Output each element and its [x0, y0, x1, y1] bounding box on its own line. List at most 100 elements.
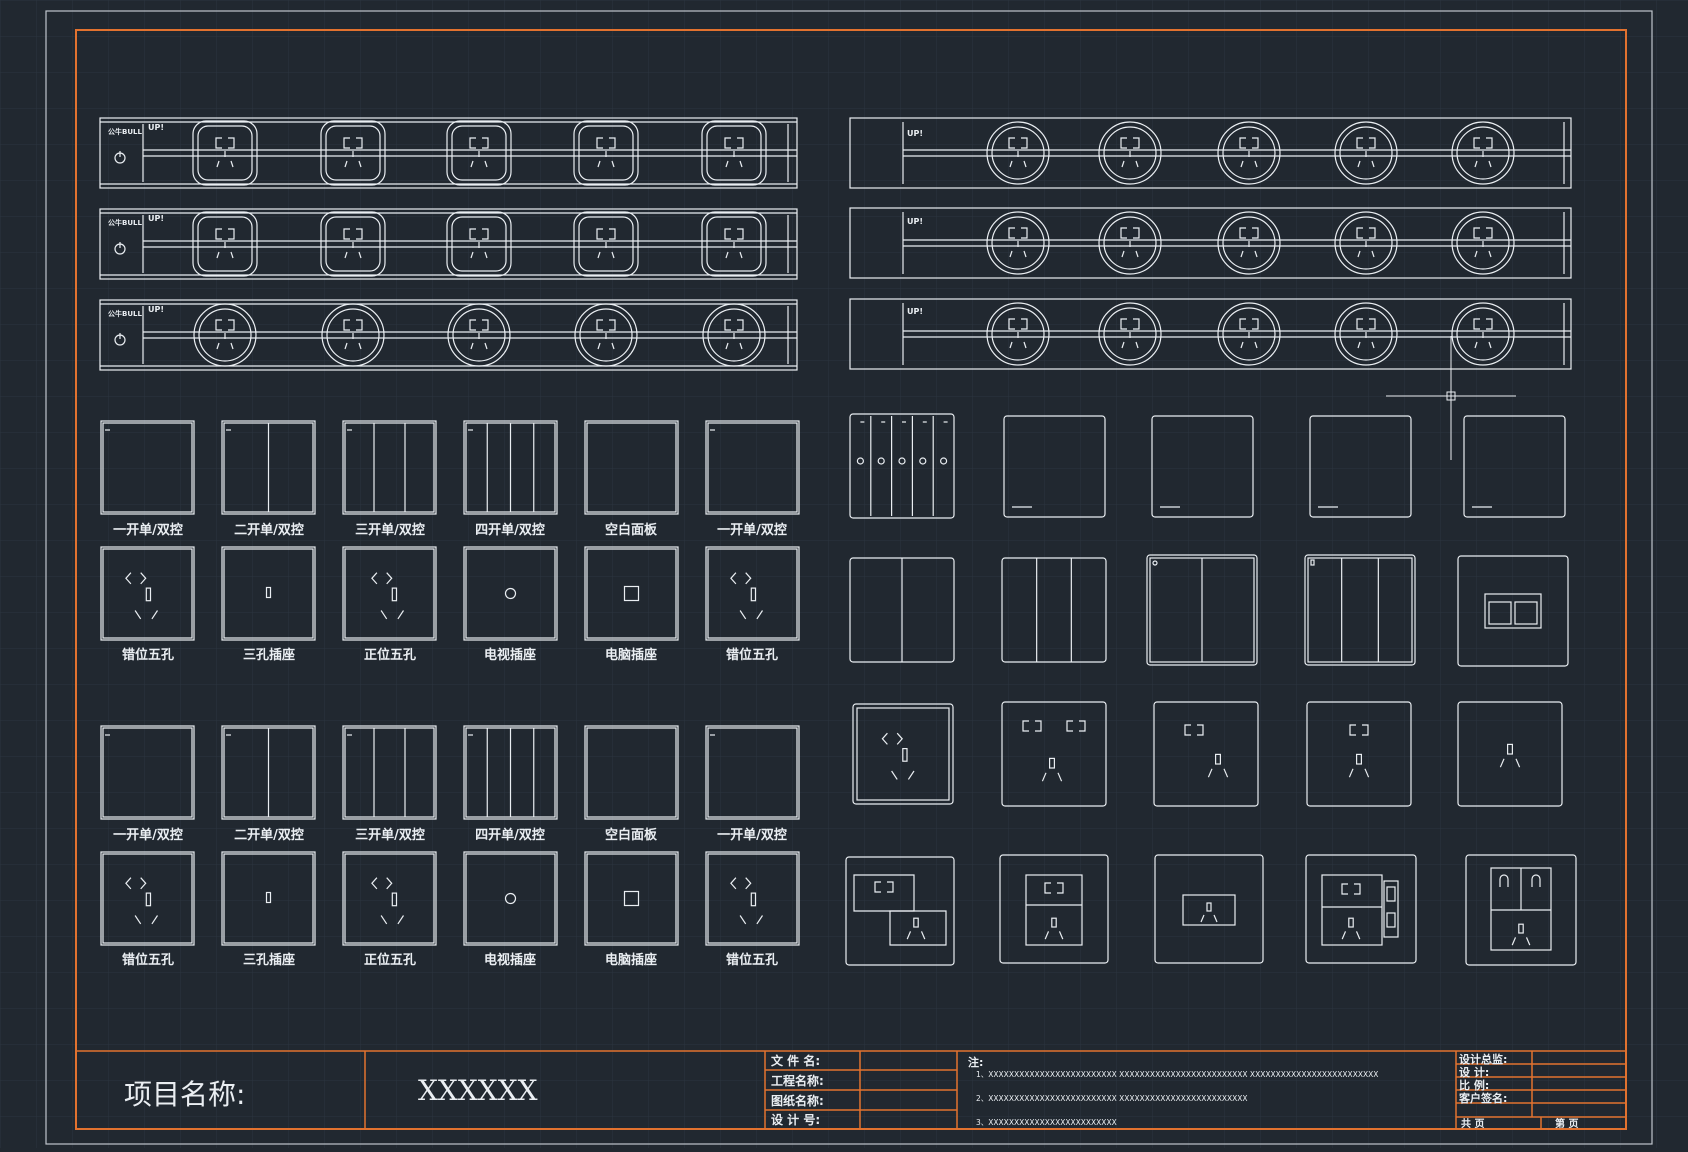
strip-logo-2: 公牛BULL [108, 218, 142, 227]
pin-left [597, 342, 601, 350]
socket-ring-outer [1217, 302, 1281, 366]
socket-frame-inner [197, 125, 253, 181]
three-pin-left [1044, 931, 1050, 940]
panel-frame [845, 856, 955, 966]
panel-labels: 一开单/双控 二开单/双控 三开单/双控 四开单/双控 空白面板 一开单/双控 … [113, 522, 787, 968]
pin-slot-left [730, 572, 737, 585]
three-pin-left [1041, 772, 1047, 782]
switch-panel-4 [463, 420, 558, 515]
panel-frame [1001, 701, 1107, 807]
socket-panel-1 [100, 546, 195, 641]
two-pin-right [1035, 720, 1042, 732]
strip-socket-2 [1098, 302, 1162, 366]
socket-ring-outer [1217, 121, 1281, 185]
panel-inner [344, 727, 435, 818]
socket-frame-inner [197, 216, 253, 272]
two-pin-right [1252, 318, 1259, 330]
socket-panel-5 [584, 546, 679, 641]
two-pin-right [482, 137, 489, 149]
single-module-panel [1154, 854, 1264, 964]
two-pin-left [1349, 724, 1356, 736]
switch-panel-6 [705, 725, 800, 820]
pin-right [1254, 160, 1258, 168]
panel-inner [1307, 557, 1413, 663]
pin-right [611, 342, 615, 350]
strip-body [99, 208, 798, 280]
panel-frame [584, 851, 679, 946]
socket-module [1025, 874, 1083, 946]
two-pin-left [1066, 720, 1073, 732]
pin-right [739, 251, 743, 259]
two-pin-right [737, 228, 744, 240]
panel-frame [1003, 415, 1106, 518]
socket-panel-3 [342, 546, 437, 641]
panel-inner [586, 853, 677, 944]
indicator-mark [1310, 559, 1315, 566]
strip-socket-2 [320, 211, 386, 277]
three-pin-left [1207, 768, 1213, 778]
socket-strips [99, 117, 1572, 371]
panel-frame [852, 703, 954, 805]
two-pin-left [1473, 227, 1480, 239]
g2-switch-label-1: 二开单/双控 [234, 827, 304, 843]
two-pin-right [609, 228, 616, 240]
socket-module [1321, 874, 1383, 946]
socket-ring-outer [1098, 121, 1162, 185]
three-pin-right [1223, 768, 1229, 778]
pin-right [611, 160, 615, 168]
strip-body [99, 117, 798, 189]
pin-right [1023, 341, 1027, 349]
strip-brand-2: UP! [148, 214, 164, 223]
pin-slot-angled-right [151, 915, 158, 925]
pin-left [1474, 341, 1478, 349]
switch-panel-6 [705, 420, 800, 515]
strip-socket-3 [1217, 302, 1281, 366]
panel-frame [100, 420, 195, 515]
pin-left [1357, 250, 1361, 258]
panel-frame [1153, 701, 1259, 807]
three-pin-earth [1051, 917, 1057, 928]
two-pin-right [609, 319, 616, 331]
three-pin-left [1511, 937, 1517, 946]
pin-slot-right [386, 877, 393, 890]
scene-icon [877, 457, 885, 465]
three-hole-slot [265, 586, 272, 599]
strip-socket-1 [193, 303, 257, 367]
three-pin-right [1355, 931, 1361, 940]
socket-ring-outer [1451, 121, 1515, 185]
note-line-2: 2、XXXXXXXXXXXXXXXXXXXXXXXXX XXXXXXXXXXXX… [976, 1094, 1248, 1103]
socket-ring-inner [1103, 216, 1157, 270]
two-pin-left [1356, 227, 1363, 239]
two-pin-left [1356, 318, 1363, 330]
two-pin-right [356, 137, 363, 149]
two-pin-right [1354, 883, 1361, 895]
pin-right [1488, 250, 1492, 258]
scene-icon [939, 457, 948, 465]
panel-frame [221, 725, 316, 820]
three-pin-earth [1048, 757, 1055, 769]
data-socket-panel [1457, 555, 1569, 667]
two-pin-right [887, 881, 894, 893]
g1-switch-label-5: 一开单/双控 [717, 522, 787, 538]
panel-group-2 [100, 725, 800, 946]
panel-frame [1306, 701, 1412, 807]
sign-scale: 比 例: [1459, 1078, 1489, 1092]
strip-socket-3 [447, 303, 511, 367]
socket-ring-inner [1103, 307, 1157, 361]
three-gang-switch [1001, 557, 1107, 663]
two-pin-right [1486, 227, 1493, 239]
pin-right [358, 160, 362, 168]
pin-right [1488, 341, 1492, 349]
pin-right [1135, 250, 1139, 258]
two-pin-left [724, 319, 731, 331]
switch-panel-3 [342, 420, 437, 515]
three-pin-earth [1206, 902, 1212, 912]
pin-right [739, 160, 743, 168]
two-pin-left [1120, 137, 1127, 149]
title-block [76, 1050, 1626, 1129]
pin-left [597, 251, 601, 259]
pin-right [230, 342, 234, 350]
pin-left [1474, 250, 1478, 258]
pin-left [1121, 250, 1125, 258]
